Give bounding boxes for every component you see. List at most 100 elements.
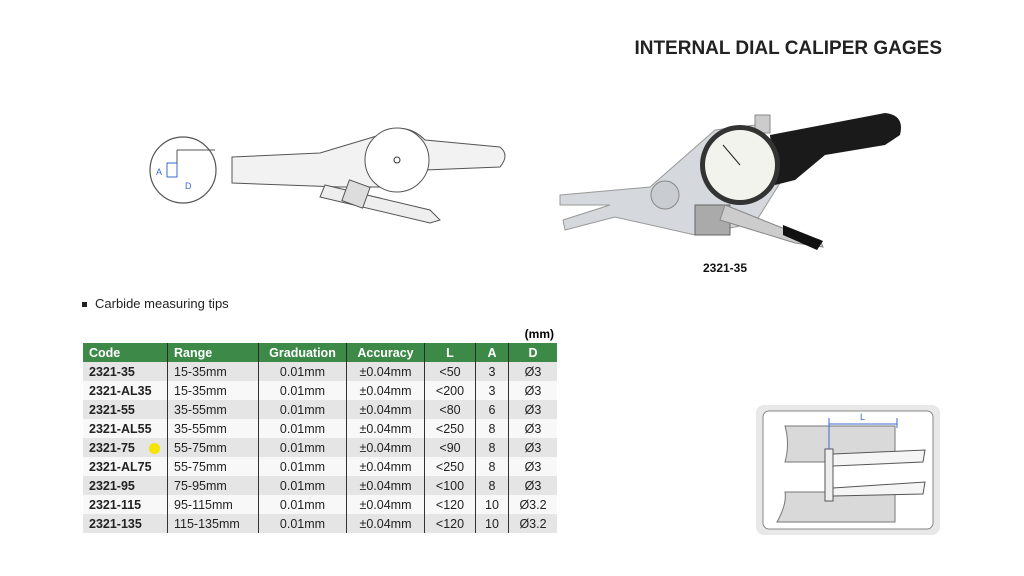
cell-text: 0.01mm [279,516,326,531]
cell-accuracy: ±0.04mm [346,457,425,476]
col-code: Code [83,343,168,362]
cell-text: <90 [439,440,461,455]
cell-text: 0.01mm [279,364,326,379]
cell-d: Ø3 [508,419,557,438]
table-row: 2321-AL35 15-35mm 0.01mm ±0.04mm <200 3 Ø3 [83,381,557,400]
cell-text: Ø3.2 [519,516,547,531]
cell-range: 15-35mm [167,381,259,400]
cell-accuracy: ±0.04mm [346,514,425,533]
cell-range: 55-75mm [167,438,259,457]
cell-d: Ø3 [508,438,557,457]
cell-range: 35-55mm [167,419,259,438]
technical-drawing: A D [149,127,506,224]
cell-graduation: 0.01mm [258,476,347,495]
cell-text: <120 [435,516,465,531]
cell-code: 2321-AL75 [83,457,168,476]
cell-text: Ø3 [524,478,542,493]
cell-text: 0.01mm [279,459,326,474]
cell-text: 2321-55 [89,402,135,417]
cell-code: 2321-AL55 [83,419,168,438]
cell-a: 3 [475,381,509,400]
cell-text: 0.01mm [279,421,326,436]
cell-d: Ø3 [508,362,557,381]
cell-code: 2321-55 [83,400,168,419]
cell-text: 2321-95 [89,478,135,493]
cell-code: 2321-115 [83,495,168,514]
cell-accuracy: ±0.04mm [346,362,425,381]
detail-circle [149,136,217,204]
cell-text: ±0.04mm [359,516,412,531]
cell-text: 2321-75 [89,440,135,455]
cell-text: ±0.04mm [359,478,412,493]
cell-text: 55-75mm [174,459,227,474]
cell-text: 8 [488,459,496,474]
col-accuracy: Accuracy [346,343,425,362]
cell-text: <80 [439,402,461,417]
cell-a: 10 [475,495,509,514]
length-diagram: L [756,405,940,535]
highlight-dot-icon [148,442,160,454]
cell-a: 8 [475,476,509,495]
cell-accuracy: ±0.04mm [346,419,425,438]
cell-l: <50 [424,362,476,381]
cell-d: Ø3 [508,381,557,400]
cell-l: <80 [424,400,476,419]
cell-accuracy: ±0.04mm [346,495,425,514]
cell-text: 0.01mm [279,478,326,493]
cell-text: 95-115mm [174,497,233,512]
cell-text: 55-75mm [174,440,227,455]
cell-l: <120 [424,495,476,514]
cell-graduation: 0.01mm [258,419,347,438]
cell-a: 8 [475,457,509,476]
cell-text: 8 [488,478,496,493]
cell-d: Ø3 [508,400,557,419]
cell-text: 35-55mm [174,402,227,417]
cell-text: <250 [435,459,465,474]
cell-a: 10 [475,514,509,533]
cell-text: <200 [435,383,465,398]
bullet-icon [82,302,87,308]
label-a: A [156,167,162,177]
cell-a: 8 [475,438,509,457]
cell-text: 8 [488,421,496,436]
cell-graduation: 0.01mm [258,381,347,400]
col-range: Range [167,343,259,362]
cell-text: Ø3 [524,364,542,379]
cell-text: 0.01mm [279,402,326,417]
cell-range: 75-95mm [167,476,259,495]
cell-d: Ø3 [508,476,557,495]
table-header: Code Range Graduation Accuracy L A D [83,343,557,362]
cell-l: <120 [424,514,476,533]
cell-text: 3 [488,364,496,379]
cell-text: 15-35mm [174,364,227,379]
cell-range: 55-75mm [167,457,259,476]
spec-table: Code Range Graduation Accuracy L A D 232… [83,343,557,533]
cell-code: 2321-AL35 [83,381,168,400]
cell-text: Ø3 [524,402,542,417]
page-title: INTERNAL DIAL CALIPER GAGES [634,38,942,59]
cell-l: <250 [424,457,476,476]
cell-text: 10 [485,497,499,512]
cell-code: 2321-95 [83,476,168,495]
cell-text: ±0.04mm [359,383,412,398]
cell-text: Ø3 [524,440,542,455]
feature-bullet: Carbide measuring tips [82,296,229,311]
cell-range: 15-35mm [167,362,259,381]
cell-a: 6 [475,400,509,419]
cell-range: 95-115mm [167,495,259,514]
cell-text: Ø3 [524,421,542,436]
cell-text: ±0.04mm [359,421,412,436]
cell-text: 3 [488,383,496,398]
cell-text: 15-35mm [174,383,227,398]
photo-caption: 2321-35 [702,261,748,275]
cell-graduation: 0.01mm [258,362,347,381]
cell-d: Ø3 [508,457,557,476]
cell-text: ±0.04mm [359,364,412,379]
cell-text: ±0.04mm [359,402,412,417]
cell-text: 0.01mm [279,383,326,398]
